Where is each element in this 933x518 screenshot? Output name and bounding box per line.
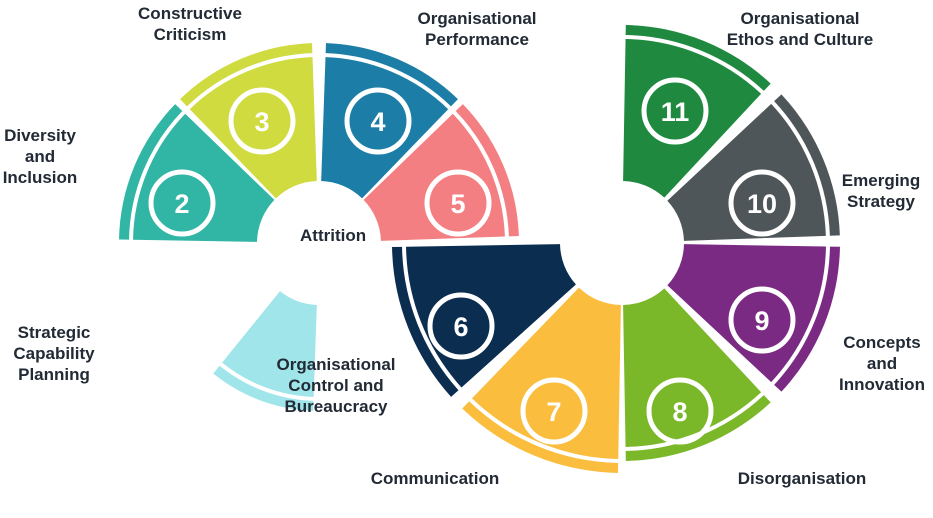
segment-10-number: 10 [747,189,777,219]
segment-2-band [119,104,183,240]
segment-8-badge [646,377,714,445]
segment-1: 1 [148,286,317,411]
segment-9: 9 [667,244,840,392]
segment-3: 3 [180,43,317,199]
segment-9-badge [728,286,796,354]
segment-11-badge [641,77,709,145]
segment-1-band [213,365,314,411]
segment-11: 11 [623,25,771,198]
label-segment-8: Disorganisation [737,469,867,488]
segment-6: 6 [392,244,576,397]
segment-4-body [321,57,449,199]
segment-2-badge [148,169,216,237]
segment-11-band [625,25,771,91]
segment-8: 8 [623,288,771,461]
segment-5-body [363,113,505,241]
segment-5: 5 [363,104,519,241]
segment-3-band [180,43,313,107]
segment-5-number: 5 [450,189,465,219]
segment-8-body [623,288,762,447]
segment-10: 10 [667,94,840,241]
segment-1-badge [148,286,216,354]
segment-7: 7 [462,287,621,473]
segment-3-body [189,57,317,199]
segment-11-body [623,39,762,198]
segment-8-number: 8 [672,397,687,427]
segment-10-body [667,103,826,241]
segment-5-band [455,104,519,237]
segment-4-number: 4 [370,107,385,137]
segment-3-badge [228,87,296,155]
segment-4: 4 [321,43,458,199]
segment-7-band [462,401,619,473]
segment-1-body [222,291,317,397]
segment-9-band [774,246,840,392]
segment-1-number: 1 [174,306,189,336]
segment-5-badge [424,169,492,237]
segment-7-number: 7 [546,397,561,427]
segment-6-band [392,246,459,397]
segment-2: 2 [119,104,275,242]
segment-4-band [325,43,458,107]
segment-7-badge [520,377,588,445]
segment-8-band [625,395,771,461]
segment-10-band [774,94,840,236]
center-label: Attrition [300,226,367,245]
segment-4-badge [344,87,412,155]
segment-9-number: 9 [754,306,769,336]
segment-3-number: 3 [254,107,269,137]
label-segment-7: Communication [370,469,500,488]
segment-6-badge [427,292,495,360]
segment-11-number: 11 [661,97,690,127]
segment-9-body [667,244,826,383]
segment-10-badge [728,169,796,237]
segment-6-number: 6 [453,312,468,342]
segment-2-number: 2 [174,189,189,219]
